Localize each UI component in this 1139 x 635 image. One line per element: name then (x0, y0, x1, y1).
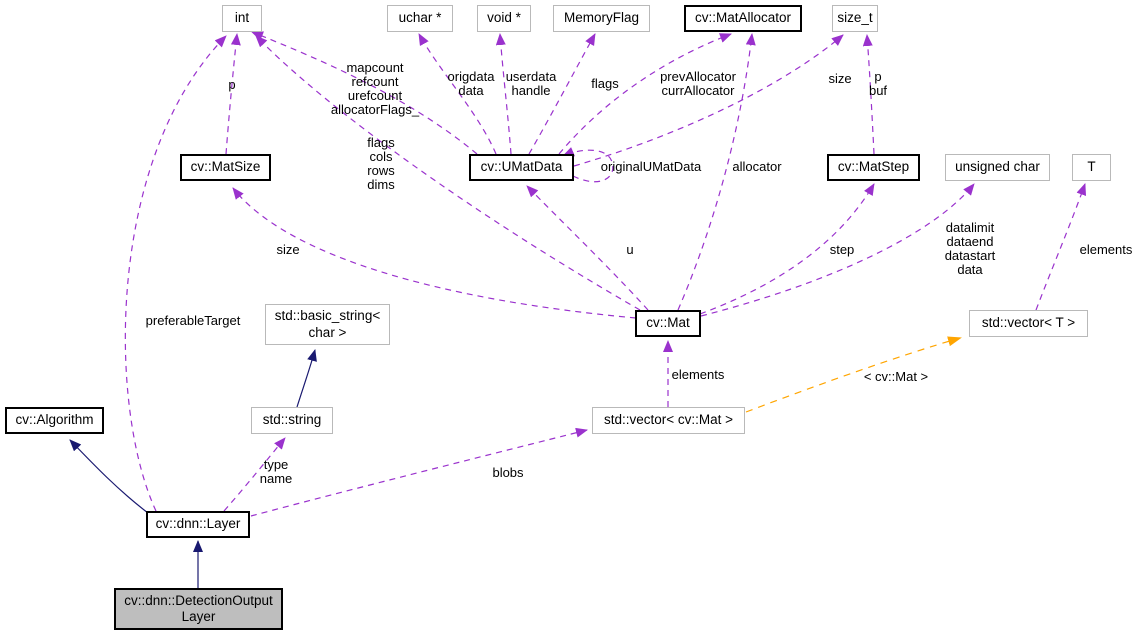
edge-label-p: p (228, 77, 236, 92)
edge-label-mat-int-members: flags cols rows dims (367, 135, 395, 192)
node-void-ptr: void * (477, 5, 531, 32)
node-cv-matsize[interactable]: cv::MatSize (180, 154, 271, 181)
edge-label-type-name: type name (259, 457, 293, 486)
node-size-t: size_t (832, 5, 878, 32)
node-std-vector-cv-mat: std::vector< cv::Mat > (592, 407, 745, 434)
node-cv-algorithm[interactable]: cv::Algorithm (5, 407, 104, 434)
edge-vector-mat-to-vector-t (745, 336, 962, 413)
edge-label-p-buf: p buf (868, 69, 888, 98)
edge-label-blobs: blobs (492, 465, 524, 480)
edge-mat-to-matstep (699, 183, 875, 315)
edge-label-elements-t: elements (1079, 242, 1133, 257)
edge-label-step: step (829, 242, 855, 257)
node-cv-mat[interactable]: cv::Mat (635, 310, 701, 337)
edge-label-preferable-target: preferableTarget (145, 313, 241, 328)
edge-layer-to-int (124, 35, 227, 512)
edge-mat-to-umatdata (526, 185, 649, 311)
edge-label-flags: flags (591, 76, 619, 91)
node-unsigned-char: unsigned char (945, 154, 1050, 181)
edge-mat-to-int (255, 35, 641, 311)
edge-vector-t-to-t (1035, 183, 1087, 311)
edge-label-elements-mat: elements (671, 367, 725, 382)
edge-umatdata-to-matallocator (558, 33, 732, 155)
node-uchar-ptr: uchar * (387, 5, 453, 32)
edge-umatdata-to-uchar-ptr (418, 33, 497, 155)
edge-label-u: u (626, 242, 634, 257)
edge-matsize-to-int (225, 33, 241, 155)
edge-umatdata-to-memoryflag (528, 33, 596, 155)
edge-layer-to-algorithm (69, 439, 149, 514)
node-std-string: std::string (251, 407, 333, 434)
node-t: T (1072, 154, 1111, 181)
node-int: int (222, 5, 262, 32)
edge-label-userdata-handle: userdata handle (505, 69, 557, 98)
edge-mat-to-matallocator (677, 33, 756, 311)
edge-layer-to-string (223, 437, 286, 512)
node-std-basic-string: std::basic_string< char > (265, 304, 390, 345)
node-std-vector-t: std::vector< T > (969, 310, 1088, 337)
edge-label-origdata-data: origdata data (447, 69, 495, 98)
edge-label-prev-curr-allocator: prevAllocator currAllocator (660, 69, 736, 98)
edge-label-template-instance: < cv::Mat > (863, 369, 929, 384)
edge-mat-to-matsize (232, 187, 637, 319)
edge-label-size-mid: size (276, 242, 300, 257)
node-cv-dnn-layer[interactable]: cv::dnn::Layer (146, 511, 250, 538)
node-cv-matallocator[interactable]: cv::MatAllocator (684, 5, 802, 32)
edge-label-umatdata-int-members: mapcount refcount urefcount allocatorFla… (330, 60, 420, 117)
edge-string-to-basic-string (296, 349, 317, 408)
edge-mat-to-unsigned-char (700, 183, 975, 317)
edge-umatdata-to-int (251, 31, 478, 155)
edge-layer-to-vector-mat (250, 427, 588, 517)
edge-umatdata-to-size-t (573, 34, 844, 167)
node-cv-umatdata[interactable]: cv::UMatData (469, 154, 574, 181)
edge-label-allocator: allocator (732, 159, 782, 174)
node-memoryflag: MemoryFlag (553, 5, 650, 32)
edge-matstep-to-size-t (862, 34, 875, 155)
edge-label-size-top: size (828, 71, 852, 86)
edge-umatdata-to-void-ptr (495, 33, 512, 155)
node-cv-dnn-detectionoutputlayer: cv::dnn::DetectionOutput Layer (114, 588, 283, 630)
edge-label-mat-data-members: datalimit dataend datastart data (944, 220, 996, 277)
node-cv-matstep[interactable]: cv::MatStep (827, 154, 920, 181)
edge-label-original-umatdata: originalUMatData (600, 159, 702, 174)
